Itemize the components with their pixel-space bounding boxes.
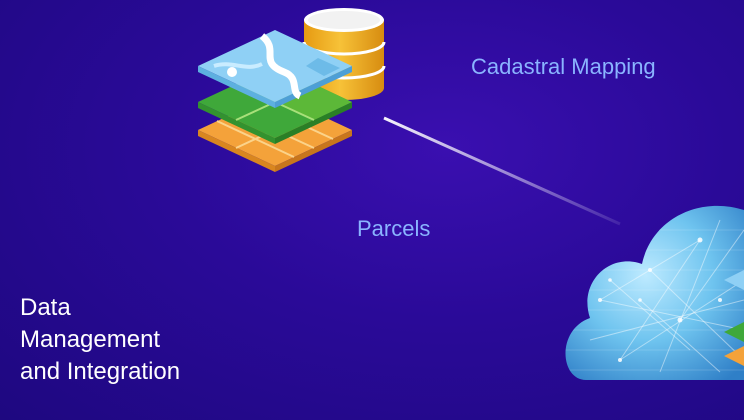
- connector-line: [383, 116, 621, 226]
- map-layer-blue: [198, 30, 352, 108]
- cloud-layer-stack: [724, 270, 744, 366]
- heading-line-2: Management: [20, 326, 161, 353]
- map-layers-icon: [198, 30, 352, 172]
- parcels-label: Parcels: [357, 216, 431, 241]
- cloud-network-icon: [565, 205, 744, 380]
- data-management-heading: Data Management and Integration: [20, 292, 180, 388]
- heading-line-3: and Integration: [20, 358, 181, 385]
- heading-line-1: Data: [20, 294, 71, 321]
- cadastral-mapping-label: Cadastral Mapping: [471, 54, 656, 79]
